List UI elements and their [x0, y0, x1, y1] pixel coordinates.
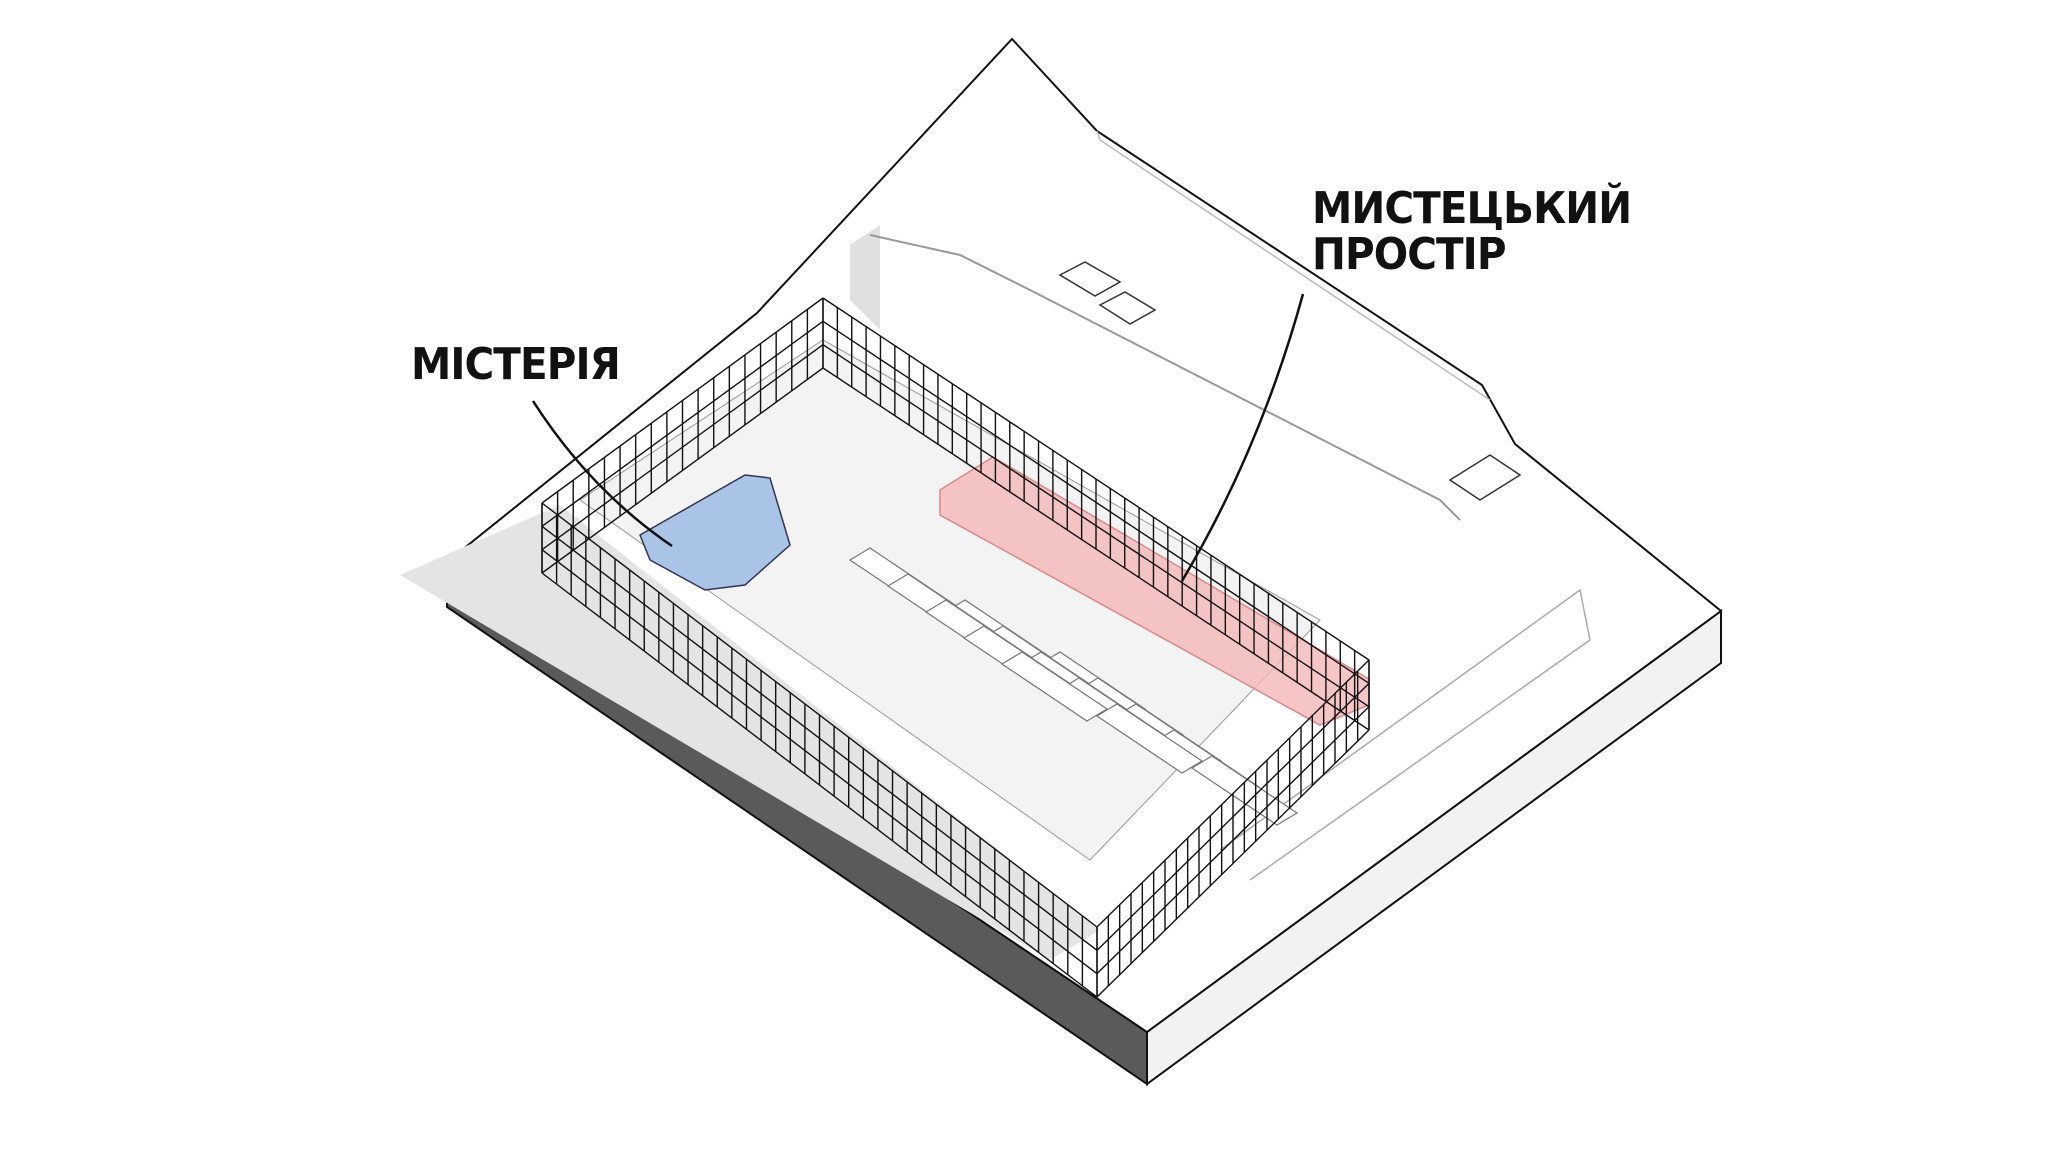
terrain-path: [1096, 130, 1491, 401]
facade-transom: [541, 320, 824, 527]
terrain-path: [869, 234, 1461, 521]
misteria-label: МІСТЕРІЯ: [411, 339, 621, 390]
facade-transom: [1096, 682, 1370, 951]
facade-transom: [822, 297, 1370, 661]
facade-transom: [541, 502, 1098, 928]
art-space-label-line2: ПРОСТІР: [1312, 229, 1506, 280]
misteria-leader-line: [531, 400, 673, 548]
facade-transom: [822, 320, 1370, 684]
facade-transom: [1096, 659, 1370, 928]
facade-transom: [822, 367, 1370, 731]
facade-transom: [541, 297, 824, 504]
upper-shadow: [850, 225, 880, 330]
facade-transom: [541, 367, 824, 574]
market-stall: [1095, 703, 1204, 774]
art-space-leader-line: [1180, 293, 1305, 582]
facade-transom: [541, 549, 1098, 975]
facade-transom: [541, 525, 1098, 951]
art-space-label-line1: МИСТЕЦЬКИЙ: [1312, 183, 1632, 234]
facade-transom: [1096, 706, 1370, 975]
facade-transom: [541, 572, 1098, 998]
market-stall: [1000, 651, 1109, 722]
lower-path: [1219, 588, 1591, 881]
misteria-zone: [639, 474, 791, 591]
pavilion-boxes: [1058, 261, 1522, 501]
facade-transom: [822, 344, 1370, 708]
facade-transom: [1096, 729, 1370, 998]
glass-facade-grid: [541, 297, 1370, 998]
market-stalls: [848, 547, 1299, 826]
facade-transom: [541, 344, 824, 551]
